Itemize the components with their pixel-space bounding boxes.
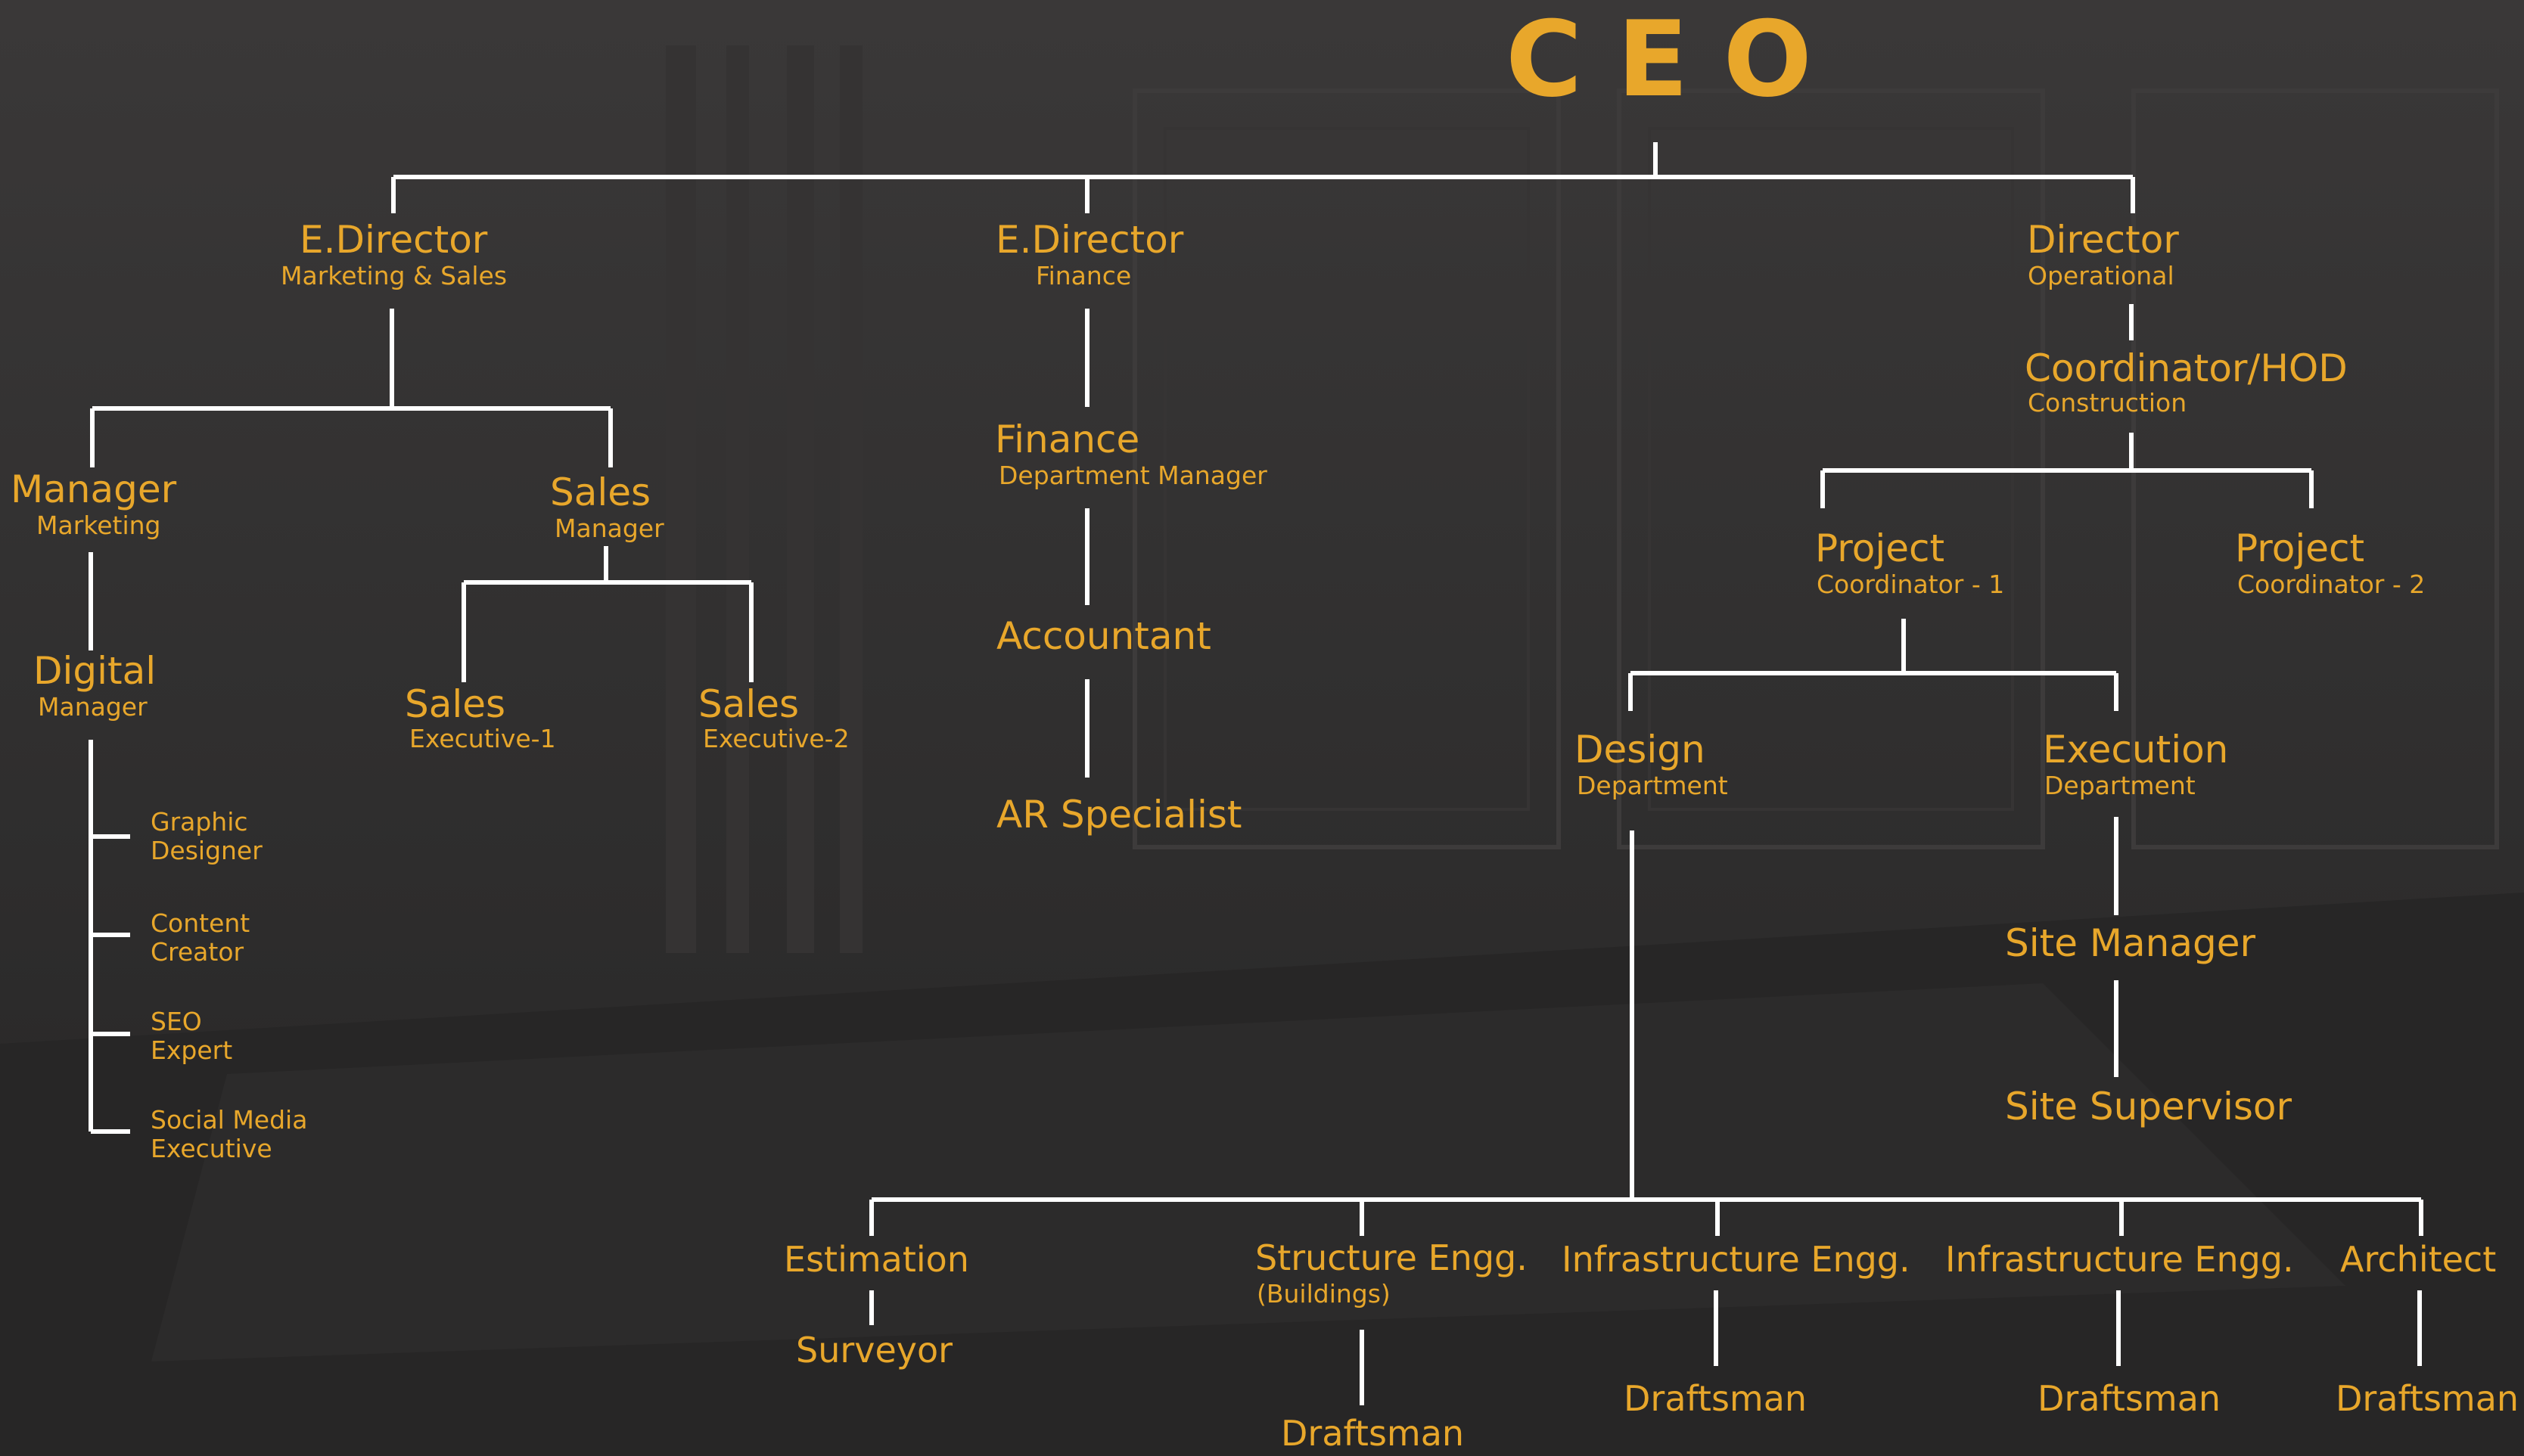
site-supervisor: Site Supervisor — [2005, 1085, 2292, 1128]
project-coordinator-1-subtitle: Coordinator - 1 — [1817, 570, 2005, 599]
manager-marketing-subtitle: Marketing — [36, 511, 161, 540]
estimation: Estimation — [784, 1239, 969, 1280]
architect: Architect — [2340, 1239, 2497, 1280]
director-operational-title: Director — [2027, 218, 2179, 262]
design-department-title: Design — [1574, 728, 1705, 771]
draftsman-infrastructure-2: Draftsman — [2038, 1378, 2221, 1419]
sales-executive-1-subtitle: Executive-1 — [409, 724, 556, 753]
infrastructure-engg-1: Infrastructure Engg. — [1562, 1239, 1910, 1280]
e-director-finance-subtitle: Finance — [1036, 261, 1132, 290]
surveyor: Surveyor — [796, 1330, 953, 1371]
connector-sales — [462, 546, 754, 682]
draftsman-structure: Draftsman — [1281, 1413, 1465, 1454]
e-director-marketing-subtitle: Marketing & Sales — [281, 261, 508, 290]
design-department-subtitle: Department — [1577, 771, 1728, 800]
sales-manager-subtitle: Manager — [555, 514, 664, 543]
draftsman-infrastructure-1: Draftsman — [1624, 1378, 1808, 1419]
ar-specialist: AR Specialist — [996, 793, 1242, 837]
connector-design — [869, 830, 2423, 1236]
sales-executive-2-title: Sales — [698, 682, 800, 726]
execution-department-subtitle: Department — [2044, 771, 2196, 800]
structure-engg-subtitle: (Buildings) — [1257, 1279, 1391, 1309]
connector-marketing — [90, 309, 613, 467]
coordinator-hod-title: Coordinator/HOD — [2025, 346, 2348, 390]
finance-manager-subtitle: Department Manager — [999, 461, 1267, 490]
finance-manager-title: Finance — [995, 418, 1140, 461]
accountant: Accountant — [996, 614, 1211, 658]
draftsman-architect: Draftsman — [2336, 1378, 2519, 1419]
connector-design-children — [869, 1290, 2422, 1405]
infrastructure-engg-2: Infrastructure Engg. — [1945, 1239, 2294, 1280]
connector-project — [1628, 619, 2118, 711]
sales-manager-title: Sales — [550, 470, 651, 514]
e-director-finance-title: E.Director — [996, 218, 1184, 262]
sales-executive-2-subtitle: Executive-2 — [703, 724, 850, 753]
connector-operational — [1820, 304, 2314, 508]
director-operational-subtitle: Operational — [2028, 261, 2174, 290]
e-director-marketing-title: E.Director — [300, 218, 488, 262]
project-coordinator-1-title: Project — [1815, 526, 1945, 570]
site-manager: Site Manager — [2005, 921, 2256, 965]
ceo-title: CEO — [1506, 0, 1847, 120]
digital-manager-title: Digital — [33, 649, 157, 693]
manager-marketing-title: Manager — [11, 467, 177, 511]
project-coordinator-2-subtitle: Coordinator - 2 — [2237, 570, 2426, 599]
sales-executive-1-title: Sales — [405, 682, 506, 726]
connector-ceo — [391, 142, 2135, 213]
project-coordinator-2-title: Project — [2235, 526, 2365, 570]
structure-engg: Structure Engg. — [1255, 1237, 1528, 1278]
coordinator-hod-subtitle: Construction — [2028, 388, 2187, 418]
digital-manager-subtitle: Manager — [38, 692, 148, 722]
execution-department-title: Execution — [2043, 728, 2229, 771]
connector-digital — [89, 552, 130, 1134]
